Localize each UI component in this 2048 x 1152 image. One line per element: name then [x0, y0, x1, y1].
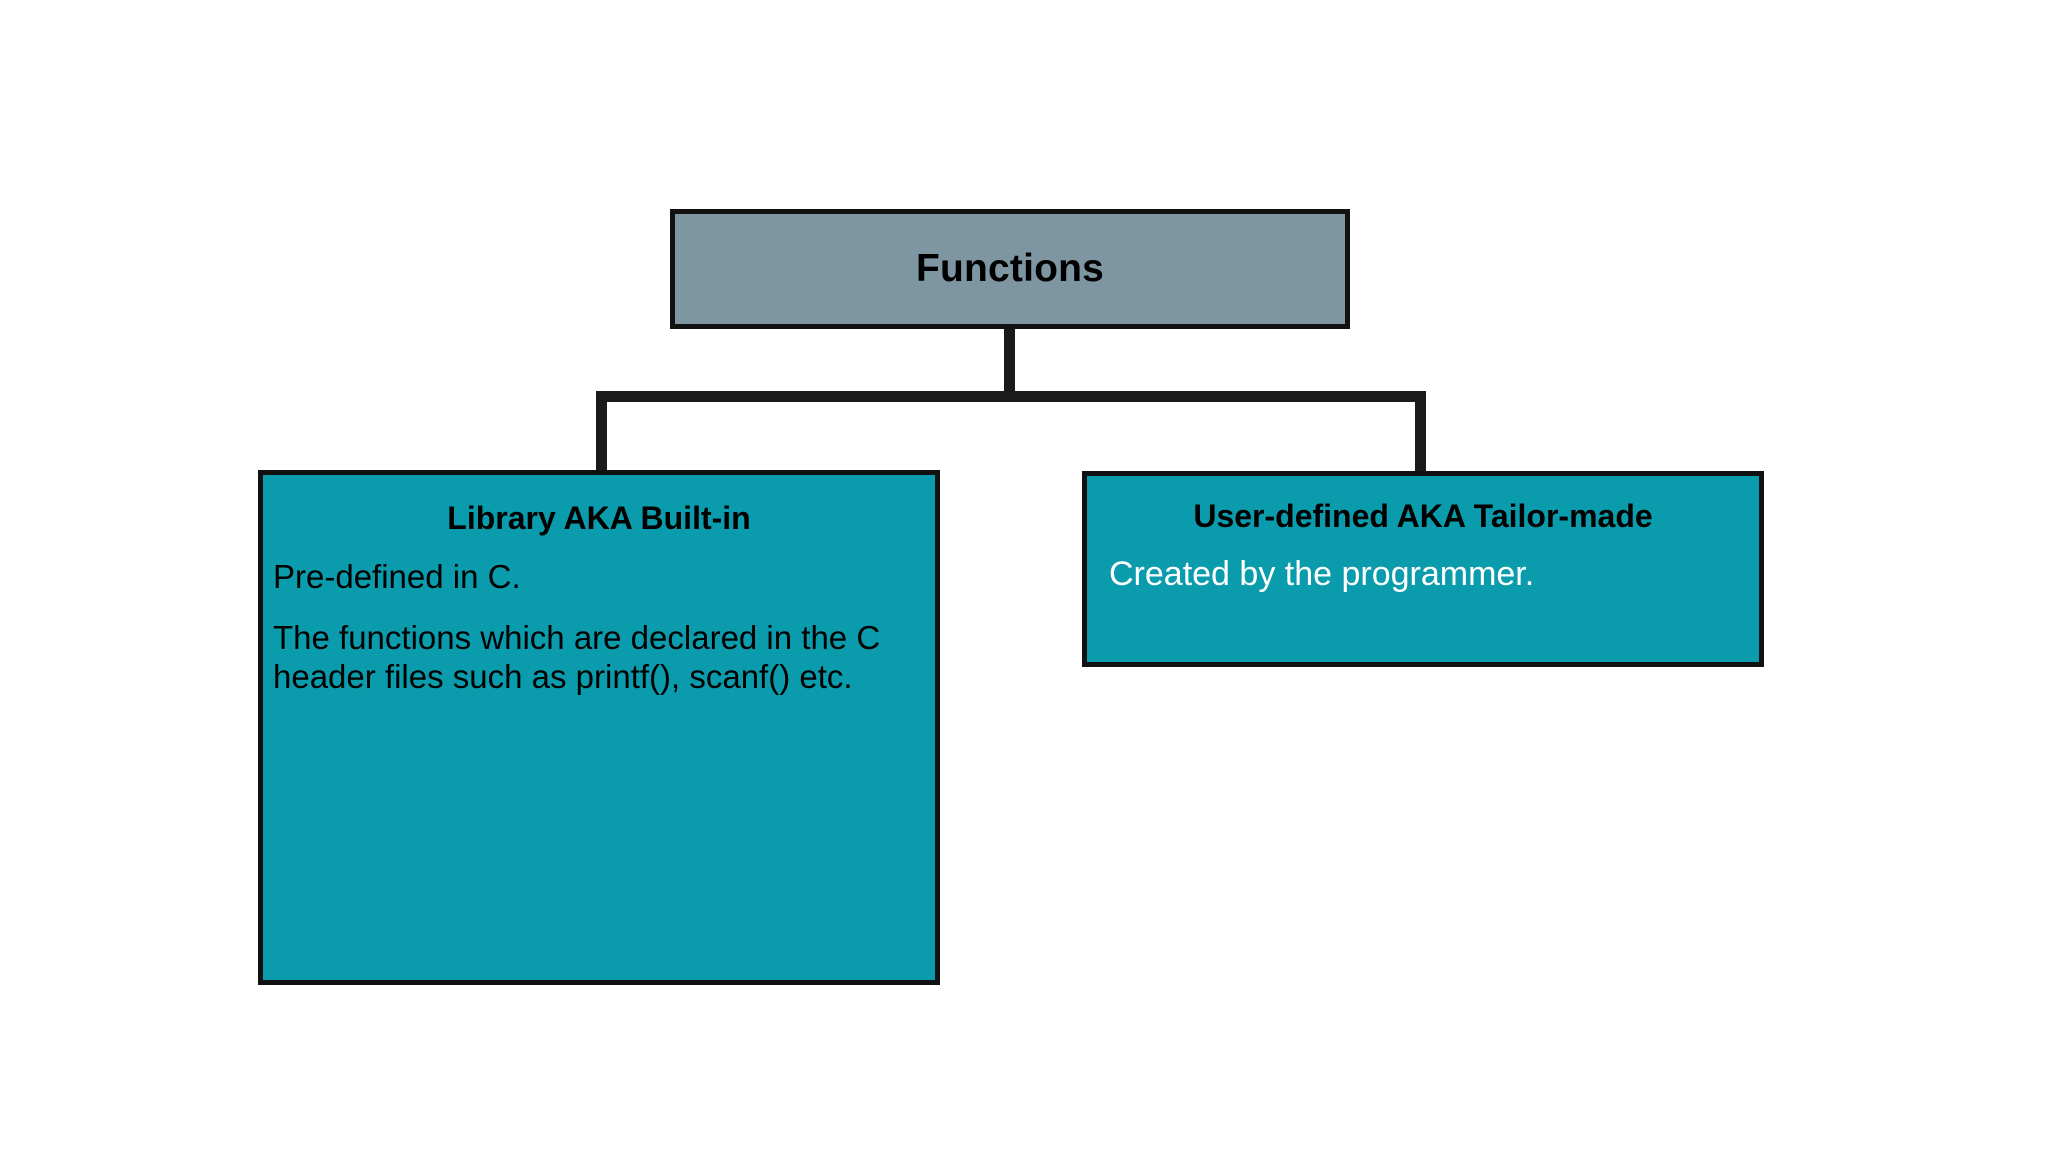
node-user-defined-title: User-defined AKA Tailor-made	[1193, 498, 1653, 534]
node-user-defined-tailor-made[interactable]: User-defined AKA Tailor-made Created by …	[1082, 471, 1764, 667]
node-functions-title: Functions	[915, 247, 1105, 290]
connector-drop-library	[596, 391, 607, 473]
node-library-built-in[interactable]: Library AKA Built-in Pre-defined in C. T…	[258, 470, 940, 985]
node-library-title: Library AKA Built-in	[447, 500, 751, 536]
node-library-body-line-2: The functions which are declared in the …	[273, 618, 881, 695]
node-library-body-line-1: Pre-defined in C.	[273, 558, 521, 595]
connector-drop-user-defined	[1415, 391, 1426, 473]
connector-root-stem	[1004, 325, 1015, 399]
node-user-defined-body-line-1: Created by the programmer.	[1109, 555, 1535, 593]
node-functions-root[interactable]: Functions	[670, 209, 1350, 329]
connector-horizontal-bar	[596, 391, 1426, 402]
